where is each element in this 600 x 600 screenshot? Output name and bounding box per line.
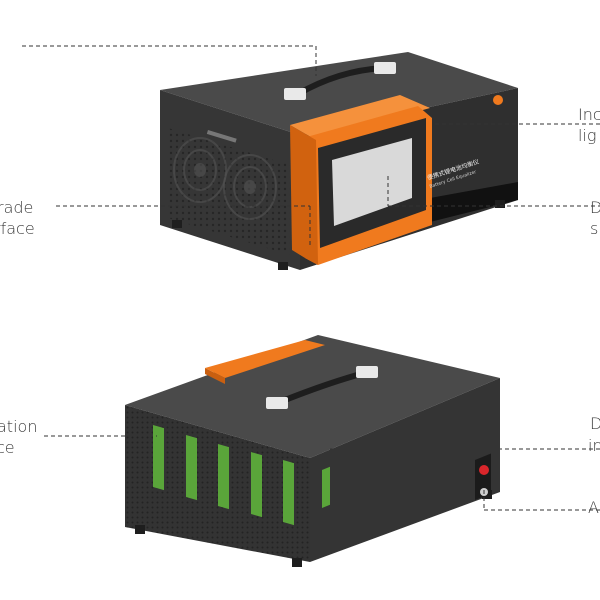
bottom-device-right-face [310, 378, 500, 562]
green-connector [153, 425, 164, 491]
indicator-light [493, 95, 503, 105]
bottom-device-top-face [125, 335, 500, 458]
green-connector [251, 452, 262, 518]
callout-top-right-2-line2: s [590, 219, 599, 238]
green-connector [218, 444, 229, 510]
top-device: 便携式锂电池均衡仪 Battery Cell Equalizer [160, 52, 518, 270]
callout-top-left-2-line1: rade [0, 198, 34, 217]
foot [495, 200, 505, 208]
orange-front-panel-top [290, 95, 430, 140]
foot [135, 525, 145, 534]
callout-bottom-right-2-line1: A [588, 498, 599, 517]
fan-grille-left [173, 137, 227, 203]
green-connector [283, 459, 294, 526]
callout-bottom-right-1-line1: D [590, 414, 600, 433]
callout-top-right-1-line1: Inc [578, 105, 600, 124]
top-device-top-face [160, 52, 518, 135]
bottom-device-front-face [125, 405, 310, 562]
orange-front-panel-side [290, 125, 318, 265]
callout-top-right-1-line2: lig [578, 126, 597, 145]
foot [278, 262, 288, 270]
balance-connectors [153, 425, 330, 526]
foot [172, 220, 182, 228]
top-device-dark-strip [430, 182, 518, 222]
power-switch [475, 453, 491, 500]
top-device-handle [284, 62, 396, 100]
fan-grille-right [223, 154, 277, 220]
top-device-vent [168, 128, 290, 255]
callout-top-left-2-line2: rface [0, 219, 35, 238]
green-connector-small [322, 466, 330, 508]
callout-bottom-left-1-line1: ation [0, 417, 38, 436]
bottom-device-handle [266, 366, 378, 409]
leader-lines [22, 45, 600, 511]
green-connector [186, 435, 197, 501]
bottom-device [125, 335, 500, 567]
orange-top-plate [205, 340, 325, 378]
callout-bottom-left-1-line2: ce [0, 438, 15, 457]
display-screen [332, 138, 412, 226]
foot [292, 558, 302, 567]
callout-top-right-2-line1: D [590, 198, 600, 217]
callout-bottom-right-1-line2: in [588, 436, 600, 455]
top-device-label-plate [206, 129, 237, 143]
orange-top-plate-edge [205, 368, 225, 384]
